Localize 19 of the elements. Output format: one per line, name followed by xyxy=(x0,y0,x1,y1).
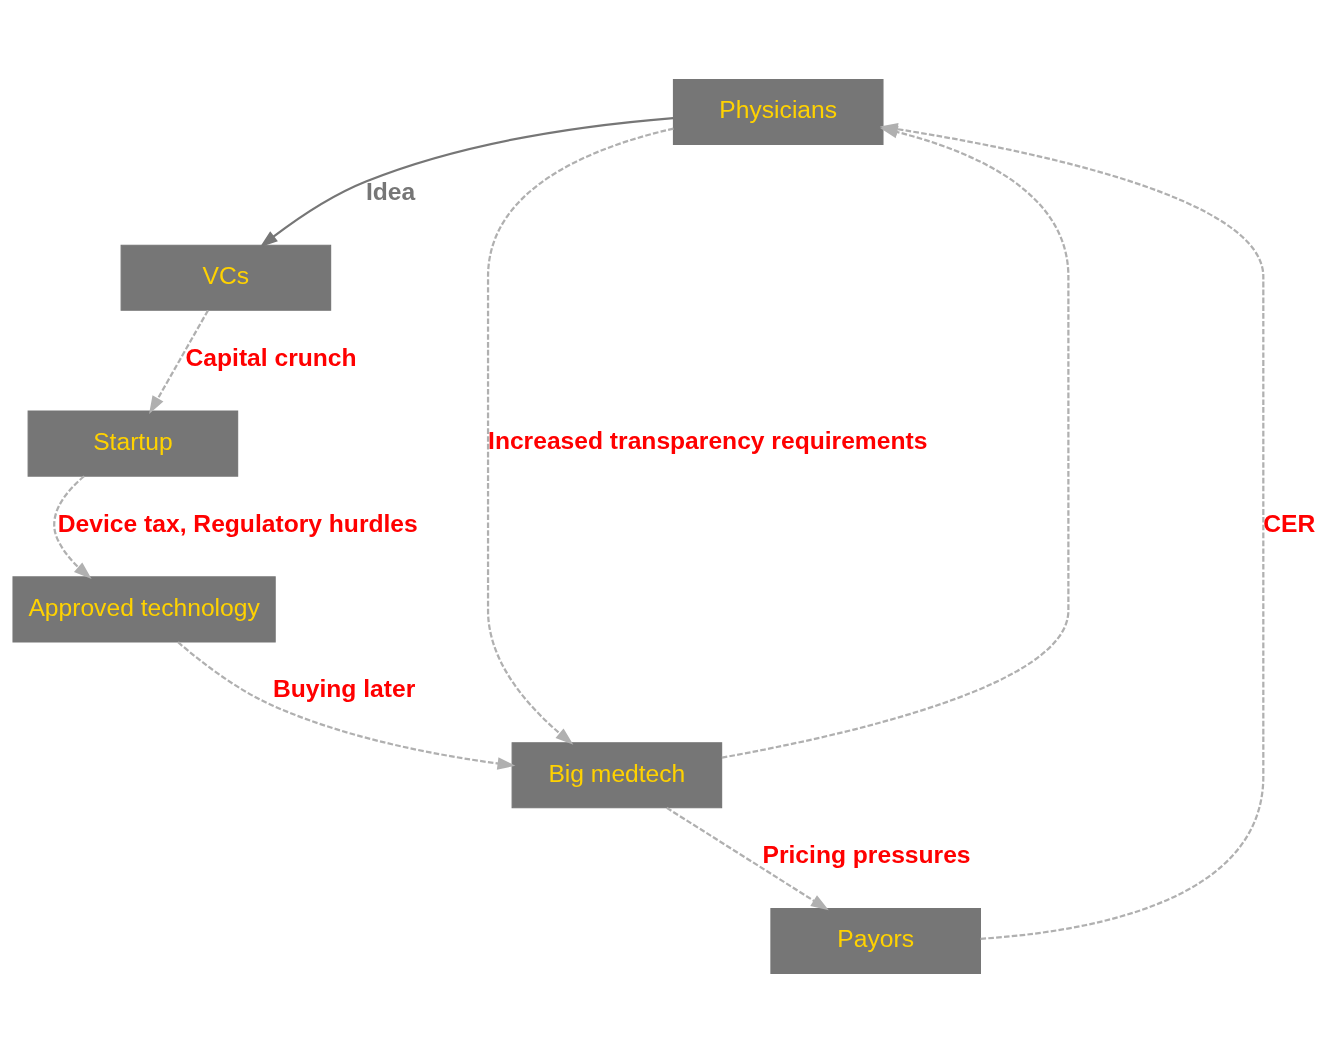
node-box: Physicians xyxy=(672,78,884,145)
arrow xyxy=(53,474,92,579)
node-box: Startup xyxy=(27,410,239,477)
arrow xyxy=(666,806,829,910)
edge-label: Capital crunch xyxy=(185,343,357,371)
node-box: VCs xyxy=(120,244,332,311)
edge-label: CER xyxy=(1263,509,1316,537)
arrow xyxy=(259,116,674,247)
arrow xyxy=(177,640,516,770)
edge-label: Pricing pressures xyxy=(762,840,971,868)
node-box: Approved technology xyxy=(12,575,276,642)
edge-label: Idea xyxy=(365,177,416,205)
edge-label: Device tax, Regulatory hurdles xyxy=(57,509,418,537)
arrow xyxy=(486,127,674,745)
arrow xyxy=(149,309,209,414)
edge-label: Buying later xyxy=(272,674,416,702)
edge-label: Increased transparency requirements xyxy=(488,426,928,454)
node-box: Big medtech xyxy=(511,741,723,808)
node-box: Payors xyxy=(770,907,981,974)
